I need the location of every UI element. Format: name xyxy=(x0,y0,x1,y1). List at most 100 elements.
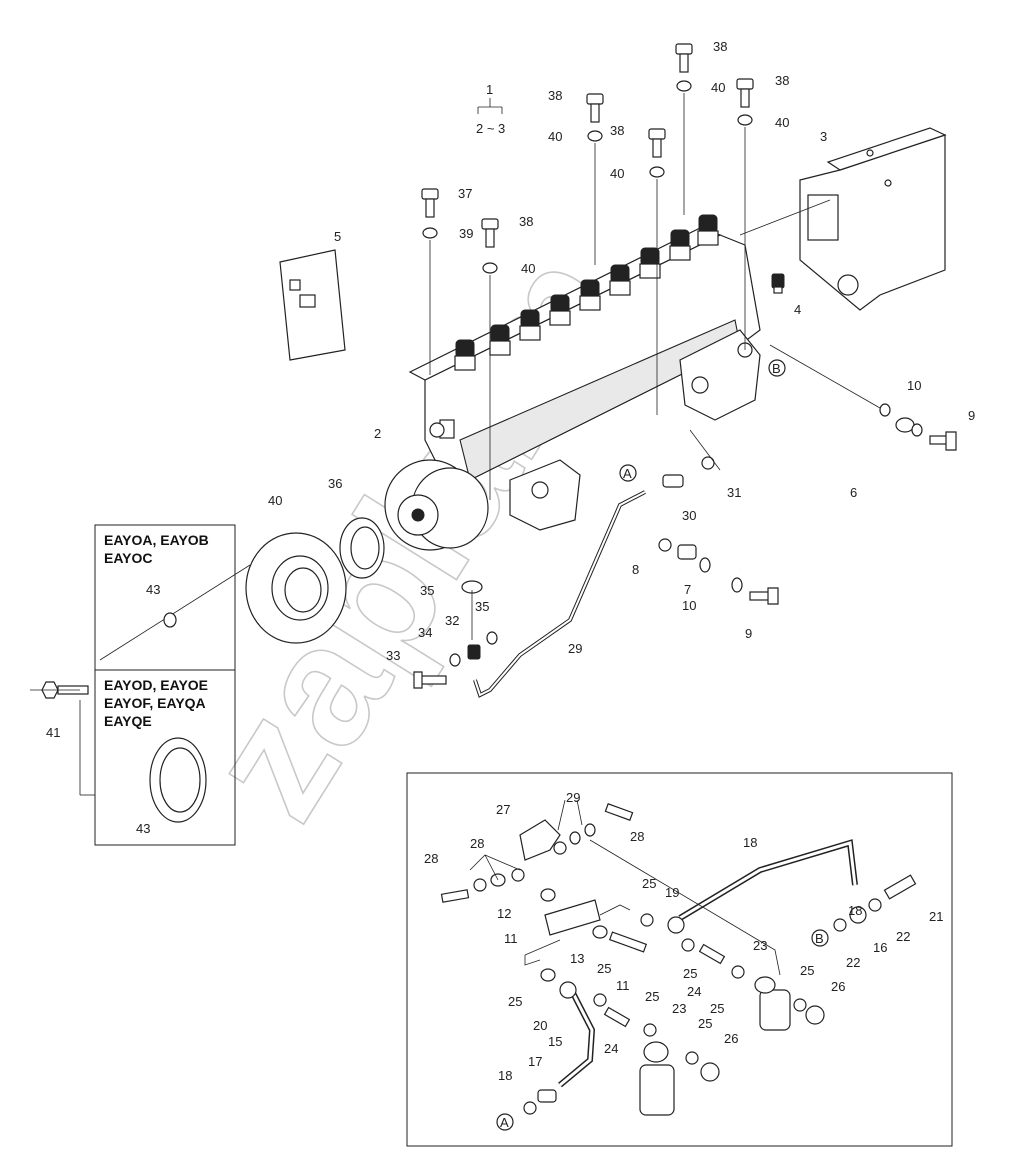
variant-bottom-line2: EAYOF, EAYQA xyxy=(104,695,206,711)
variant-top-part: 43 xyxy=(146,582,160,597)
name-plate xyxy=(279,249,346,361)
callout-25-c: 25 xyxy=(710,1001,724,1016)
callout-40-f: 40 xyxy=(775,115,789,130)
ref-b-inset: B xyxy=(811,929,829,947)
callout-20-b: 20 xyxy=(533,1018,547,1033)
callout-42: 41 xyxy=(46,725,60,740)
callout-22-b: 22 xyxy=(846,955,860,970)
callout-38-d: 38 xyxy=(713,39,727,54)
washer-8 xyxy=(658,538,672,552)
callout-25-e: 25 xyxy=(508,994,522,1009)
callout-16: 16 xyxy=(873,940,887,955)
callout-29-left: 28 xyxy=(470,836,484,851)
fitting-31 xyxy=(662,474,684,488)
ref-a-inset: A xyxy=(496,1113,514,1131)
callout-25-g: 25 xyxy=(645,989,659,1004)
callout-6: 6 xyxy=(850,485,857,500)
callout-35-left: 34 xyxy=(418,625,432,640)
mounting-bolts xyxy=(421,43,754,248)
callout-15: 15 xyxy=(548,1034,562,1049)
svg-text:A: A xyxy=(500,1115,509,1130)
callout-18: 18 xyxy=(498,1068,512,1083)
callout-19-b: 18 xyxy=(848,903,862,918)
callout-38-b: 38 xyxy=(548,88,562,103)
callout-27: 27 xyxy=(496,802,510,817)
callout-12: 11 xyxy=(616,978,630,993)
callout-26-b: 26 xyxy=(724,1031,738,1046)
callout-23-a: 23 xyxy=(753,938,767,953)
callout-35-right: 35 xyxy=(475,599,489,614)
callout-labels: 2 3 4 5 6 7 8 9 9 10 10 29 30 31 32 33 3… xyxy=(46,39,975,740)
washer-35 xyxy=(449,631,498,667)
callout-8: 8 xyxy=(632,562,639,577)
callout-28-right: 28 xyxy=(630,829,644,844)
callout-24-b: 24 xyxy=(604,1041,618,1056)
plug xyxy=(771,273,785,294)
callout-7: 7 xyxy=(684,582,691,597)
callout-38-c: 38 xyxy=(610,123,624,138)
callout-4: 4 xyxy=(794,302,801,317)
callout-23-b: 23 xyxy=(672,1001,686,1016)
svg-text:A: A xyxy=(623,466,632,481)
callout-40-b: 40 xyxy=(521,261,535,276)
callout-37: 36 xyxy=(328,476,342,491)
callout-1: 1 xyxy=(486,82,493,97)
callout-11: 11 xyxy=(504,931,518,946)
svg-text:B: B xyxy=(815,931,824,946)
callout-9-bottom: 9 xyxy=(745,626,752,641)
callout-24-a: 24 xyxy=(687,984,701,999)
callout-14: 12 xyxy=(497,906,511,921)
callout-33: 32 xyxy=(445,613,459,628)
assembly-callout: 1 2 ~ 3 xyxy=(476,82,505,136)
callout-25-h: 25 xyxy=(698,1016,712,1031)
oil-seal xyxy=(339,517,385,579)
governor-housing xyxy=(799,127,947,311)
mounting-washers xyxy=(422,80,753,274)
callout-30: 29 xyxy=(568,641,582,656)
callout-range: 2 ~ 3 xyxy=(476,121,505,136)
drive-gear xyxy=(245,532,347,644)
callout-5: 5 xyxy=(334,229,341,244)
callout-41: 40 xyxy=(268,493,282,508)
callout-25-f: 25 xyxy=(597,961,611,976)
bolt-34 xyxy=(413,671,447,689)
filter-upper xyxy=(754,976,791,1031)
ref-a-main: A xyxy=(619,464,637,482)
variant-top-line1: EAYOA, EAYOB xyxy=(104,532,209,548)
callout-31: 30 xyxy=(682,508,696,523)
callout-21: 21 xyxy=(929,909,943,924)
delivery-valves xyxy=(454,214,719,371)
callout-2: 2 xyxy=(374,426,381,441)
timer-coupling xyxy=(384,459,489,551)
variant-bottom-line1: EAYOD, EAYOE xyxy=(104,677,208,693)
variant-box: EAYOA, EAYOB EAYOC 43 EAYOD, EAYOE EAYOF… xyxy=(79,524,236,846)
ref-b-main: B xyxy=(768,359,786,377)
washers-10 xyxy=(699,403,923,593)
fuel-filter-inset: 27 29 28 28 28 18 12 11 13 11 25 19 25 2… xyxy=(406,772,953,1147)
callout-9-top: 9 xyxy=(968,408,975,423)
svg-text:B: B xyxy=(772,361,781,376)
callout-34: 33 xyxy=(386,648,400,663)
injection-pump-body xyxy=(408,214,761,531)
callout-28-left: 28 xyxy=(424,851,438,866)
callout-25-a: 25 xyxy=(642,876,656,891)
callout-20-a: 19 xyxy=(665,885,679,900)
fuel-pipe-6 xyxy=(739,429,899,571)
callout-40-d: 40 xyxy=(610,166,624,181)
callout-40-e: 40 xyxy=(711,80,725,95)
filter-lower xyxy=(639,1041,675,1116)
callout-19: 18 xyxy=(743,835,757,850)
bolt-lines xyxy=(30,93,881,691)
callout-40-a: 39 xyxy=(459,226,473,241)
callout-39: 38 xyxy=(519,214,533,229)
bolt-9 xyxy=(749,431,957,605)
callout-25-d: 25 xyxy=(800,963,814,978)
callout-22-a: 22 xyxy=(896,929,910,944)
callout-25-b: 25 xyxy=(683,966,697,981)
callout-40-c: 40 xyxy=(548,129,562,144)
callout-38-e: 38 xyxy=(775,73,789,88)
callout-29-top: 29 xyxy=(566,790,580,805)
callout-10-top: 10 xyxy=(907,378,921,393)
callout-38-a: 37 xyxy=(458,186,472,201)
